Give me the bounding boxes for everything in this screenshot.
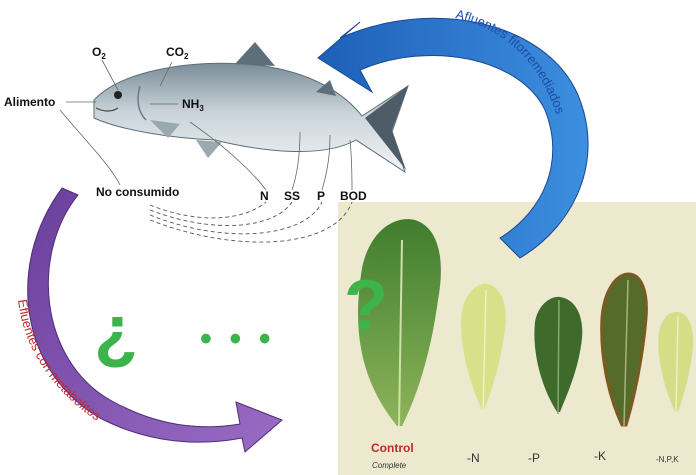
ellipsis-mark: • • • [200, 320, 275, 358]
nh3-text: NH [182, 97, 199, 111]
minus-p-leaf-vein [557, 299, 560, 415]
minus-npk-label: -N,P,K [656, 455, 679, 464]
complete-label: Complete [372, 461, 407, 470]
bod-line [349, 139, 353, 191]
fish-eye [114, 91, 122, 99]
question-mark: ? [344, 266, 388, 346]
blue-arrow-shape [317, 17, 589, 259]
dashed-link-ss [149, 201, 293, 226]
food-label: Alimento [4, 95, 55, 109]
dashed-link-bod [149, 201, 353, 243]
n-line [189, 121, 267, 191]
dashed-link-p [149, 201, 323, 235]
fish-labels: O2 CO2 NH3 Alimento No consumido N SS P … [4, 45, 367, 203]
ss-label: SS [284, 189, 300, 203]
dashed-link-n [149, 201, 267, 219]
p-label: P [317, 189, 325, 203]
dorsal-fin [235, 42, 275, 66]
minus-p-label: -P [528, 451, 540, 465]
pectoral-fin [150, 120, 180, 138]
dashed-links [149, 201, 353, 243]
minus-npk-leaf [658, 311, 694, 412]
control-leaf-vein [398, 239, 403, 427]
o2-subscript: 2 [101, 52, 106, 61]
uneaten-line [59, 109, 121, 186]
minus-n-leaf [461, 283, 506, 410]
bod-label: BOD [340, 189, 367, 203]
pelvic-fin [196, 140, 222, 158]
p-line [321, 134, 331, 191]
minus-n-leaf-vein [482, 289, 487, 413]
tail-fin [365, 86, 408, 170]
minus-k-leaf-vein [623, 279, 629, 427]
nh3-subscript: 3 [199, 104, 204, 113]
minus-k-leaf [600, 272, 648, 427]
inverted-question-mark: ¿ [94, 291, 138, 371]
control-leaf [358, 219, 441, 426]
minus-k-label: -K [594, 449, 606, 463]
co2-label: CO2 [166, 45, 189, 61]
uneaten-label: No consumido [96, 185, 179, 199]
nh3-label: NH3 [182, 97, 204, 113]
process-lines [59, 59, 353, 191]
o2-text: O [92, 45, 101, 59]
gill-line [137, 85, 147, 121]
adipose-fin [316, 80, 336, 96]
o2-label: O2 [92, 45, 106, 61]
co2-text: CO [166, 45, 184, 59]
purple-arrow-shape [27, 187, 283, 453]
co2-line [159, 61, 173, 87]
minus-n-label: -N [467, 451, 480, 465]
ss-line [291, 131, 301, 191]
o2-line [101, 59, 119, 91]
n-label: N [260, 189, 269, 203]
co2-subscript: 2 [184, 52, 189, 61]
fish-mouth [95, 107, 119, 112]
minus-npk-leaf-vein [675, 315, 679, 414]
control-label: Control [371, 441, 414, 455]
